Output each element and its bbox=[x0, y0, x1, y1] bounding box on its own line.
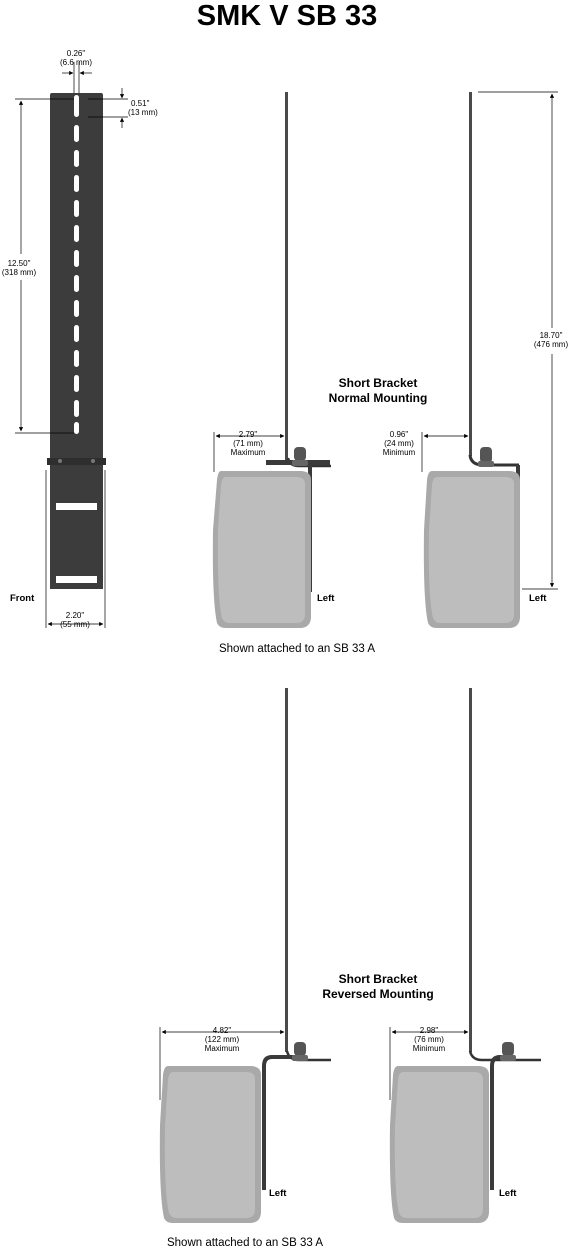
reversed-heading-2: Reversed Mounting bbox=[322, 987, 433, 1001]
slot-span-dim: 12.50" bbox=[8, 259, 31, 268]
normal-min-dim: 0.96" bbox=[390, 430, 409, 439]
reversed-max-dim-mm: (122 mm) bbox=[205, 1035, 240, 1044]
reversed-mount-min-speaker bbox=[389, 688, 541, 1223]
reversed-max-word: Maximum bbox=[205, 1044, 240, 1053]
bracket-width-dim-mm: (55 mm) bbox=[60, 620, 90, 629]
normal-heading-1: Short Bracket bbox=[339, 376, 418, 390]
normal-height-dim: 18.70" bbox=[540, 331, 563, 340]
normal-left-label-1: Left bbox=[317, 593, 335, 604]
slot-span-dim-mm: (318 mm) bbox=[2, 268, 37, 277]
top-offset-dim-mm: (13 mm) bbox=[128, 108, 158, 117]
normal-caption: Shown attached to an SB 33 A bbox=[219, 643, 375, 655]
reversed-caption: Shown attached to an SB 33 A bbox=[167, 1237, 323, 1249]
hole-width-dim-mm: (6.6 mm) bbox=[60, 58, 92, 67]
normal-max-dim: 2.79" bbox=[239, 430, 258, 439]
front-label: Front bbox=[10, 593, 35, 604]
reversed-min-dim: 2.98" bbox=[420, 1026, 439, 1035]
normal-max-dim-mm: (71 mm) bbox=[233, 439, 263, 448]
normal-left-label-2: Left bbox=[529, 593, 547, 604]
bracket-front-view bbox=[47, 93, 106, 589]
reversed-min-dim-mm: (76 mm) bbox=[414, 1035, 444, 1044]
reversed-heading-1: Short Bracket bbox=[339, 972, 418, 986]
normal-heading-2: Normal Mounting bbox=[329, 391, 428, 405]
reversed-mount-max-speaker bbox=[159, 688, 331, 1223]
bracket-dimensions bbox=[15, 62, 128, 628]
normal-mount-min-speaker bbox=[421, 91, 558, 628]
bracket-width-dim: 2.20" bbox=[66, 611, 85, 620]
normal-mount-max-speaker bbox=[212, 92, 331, 628]
reversed-max-dim: 4.82" bbox=[213, 1026, 232, 1035]
top-offset-dim: 0.51" bbox=[131, 99, 150, 108]
page-title: SMK V SB 33 bbox=[197, 0, 378, 32]
reversed-left-label-1: Left bbox=[269, 1188, 287, 1199]
reversed-min-word: Minimum bbox=[413, 1044, 446, 1053]
normal-min-dim-mm: (24 mm) bbox=[384, 439, 414, 448]
normal-height-dim-mm: (476 mm) bbox=[534, 340, 569, 349]
hole-width-dim: 0.26" bbox=[67, 49, 86, 58]
reversed-left-label-2: Left bbox=[499, 1188, 517, 1199]
normal-min-word: Minimum bbox=[383, 448, 416, 457]
normal-max-word: Maximum bbox=[231, 448, 266, 457]
